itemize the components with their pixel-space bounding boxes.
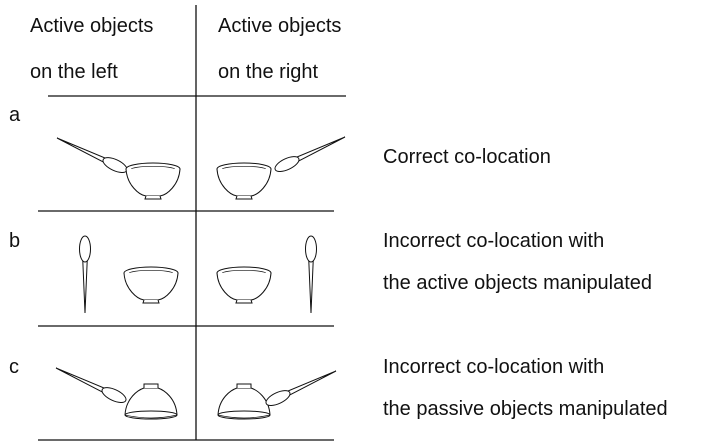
inverted-bowl-icon [124,383,178,420]
row-label-a: a [9,104,21,126]
row-label-b: b [9,230,21,252]
bowl-icon [216,162,272,200]
row-a-objects [54,131,348,200]
row-c-description-line1: Incorrect co-location with [383,356,605,378]
header-right-line1: Active objects [218,15,342,37]
row-label-c: c [9,356,19,378]
table-grid [38,5,346,441]
row-b-description-line2: the active objects manipulated [383,272,653,294]
header-right-line2: on the right [218,61,319,83]
bowl-icon [216,266,272,304]
bowl-icon [125,162,181,200]
row-c-description-line2: the passive objects manipulated [383,398,668,420]
header-left-line2: on the left [30,61,118,83]
inverted-bowl-icon [217,383,271,420]
row-b-objects [79,235,317,314]
spoon-icon [53,362,129,407]
spoon-icon [272,131,348,176]
spoon-icon [54,132,130,177]
bowl-icon [123,266,179,304]
row-b-description-line1: Incorrect co-location with [383,230,605,252]
spoon-icon [79,235,91,314]
header-left-line1: Active objects [30,15,154,37]
spoon-icon [263,365,339,410]
row-a-description: Correct co-location [383,146,551,168]
spoon-icon [305,235,317,314]
